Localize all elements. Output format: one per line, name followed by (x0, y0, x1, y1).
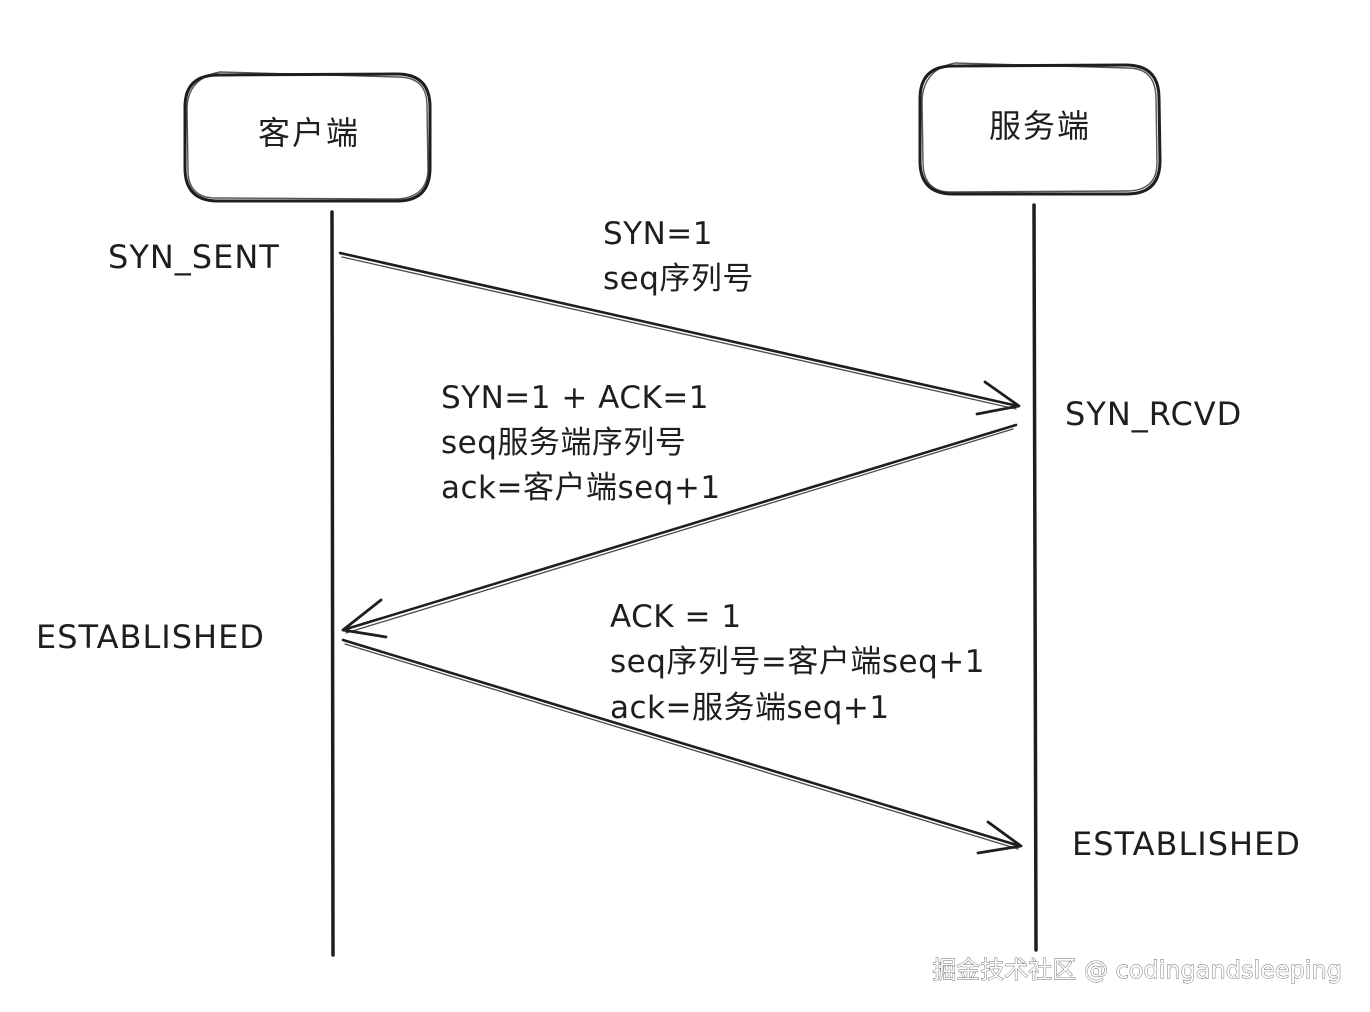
message-syn-line-sketch (341, 256, 1017, 410)
client-lifeline (330, 210, 335, 957)
message-synack-line-sketch (345, 428, 1014, 634)
message-syn-line-2: seq序列号 (603, 261, 754, 297)
message-ack-line-2: seq序列号=客户端seq+1 (610, 644, 985, 680)
message-ack-line (341, 638, 1022, 848)
server-box-sketch (921, 62, 1158, 193)
message-syn-line (338, 251, 1020, 408)
message-ack-arrow (341, 638, 1023, 855)
server-box: 服务端 (918, 62, 1162, 196)
message-synack-text: SYN=1 + ACK=1 seq服务端序列号 ack=客户端seq+1 (441, 380, 721, 506)
message-synack-line-2: seq服务端序列号 (441, 425, 686, 461)
message-synack-line-1: SYN=1 + ACK=1 (441, 380, 709, 416)
message-ack-line-1: ACK = 1 (610, 599, 742, 635)
client-state-established: ESTABLISHED (36, 618, 265, 656)
client-box-sketch (186, 71, 429, 200)
server-state-syn-rcvd: SYN_RCVD (1065, 395, 1242, 433)
message-synack-arrowhead (341, 598, 388, 639)
client-state-syn-sent: SYN_SENT (108, 238, 280, 276)
server-label: 服务端 (989, 107, 1091, 145)
server-lifeline (1032, 203, 1038, 952)
message-syn-arrow (338, 251, 1021, 416)
message-synack-line-3: ack=客户端seq+1 (441, 470, 721, 506)
client-box-outline (183, 72, 432, 203)
server-state-established: ESTABLISHED (1072, 825, 1301, 863)
client-label: 客户端 (258, 114, 360, 152)
server-box-outline (918, 63, 1162, 196)
message-ack-line-3: ack=服务端seq+1 (610, 690, 890, 726)
message-synack-arrow (341, 423, 1018, 639)
message-syn-text: SYN=1 seq序列号 (603, 216, 754, 297)
message-syn-arrowhead (975, 380, 1021, 416)
message-ack-text: ACK = 1 seq序列号=客户端seq+1 ack=服务端seq+1 (610, 599, 985, 726)
message-synack-line (341, 423, 1018, 632)
message-ack-arrowhead (976, 820, 1023, 855)
client-box: 客户端 (183, 71, 432, 203)
message-ack-line-sketch (344, 643, 1019, 850)
watermark-text: 掘金技术社区 @ codingandsleeping (932, 956, 1342, 984)
message-syn-line-1: SYN=1 (603, 216, 713, 252)
